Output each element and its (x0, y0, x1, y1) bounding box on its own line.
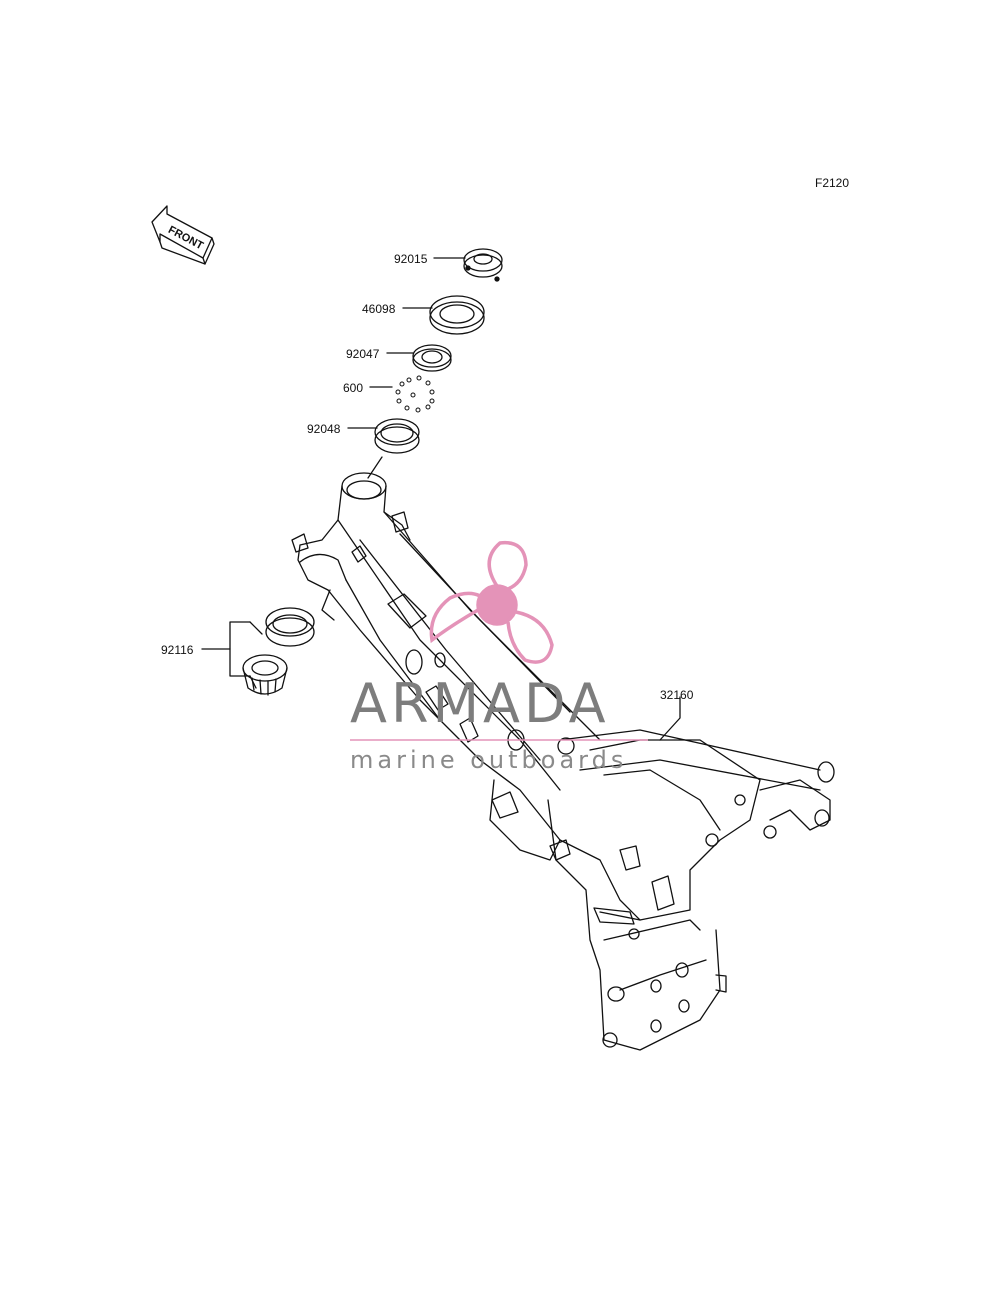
watermark-tagline: marine outboards (350, 746, 628, 774)
part-label-600[interactable]: 600 (343, 381, 364, 395)
part-92048-race (374, 418, 420, 454)
part-label-46098[interactable]: 46098 (362, 302, 396, 316)
part-92047-race (412, 344, 452, 372)
part-label-92047[interactable]: 92047 (346, 347, 380, 361)
part-32160-frame (291, 472, 835, 1051)
part-label-92048[interactable]: 92048 (307, 422, 341, 436)
part-label-92015[interactable]: 92015 (394, 252, 428, 266)
figure-code: F2120 (815, 176, 850, 190)
part-label-92116[interactable]: 92116 (161, 643, 194, 657)
part-600-balls (395, 375, 435, 413)
watermark-brand: ARMADA (350, 672, 610, 735)
part-label-32160[interactable]: 32160 (660, 688, 694, 702)
front-arrow-icon: FRONT (151, 205, 215, 265)
part-92116-bearings (242, 607, 315, 696)
part-92015-nut (463, 248, 503, 282)
part-46098-cover (429, 295, 485, 335)
watermark-propeller-icon (429, 540, 554, 664)
